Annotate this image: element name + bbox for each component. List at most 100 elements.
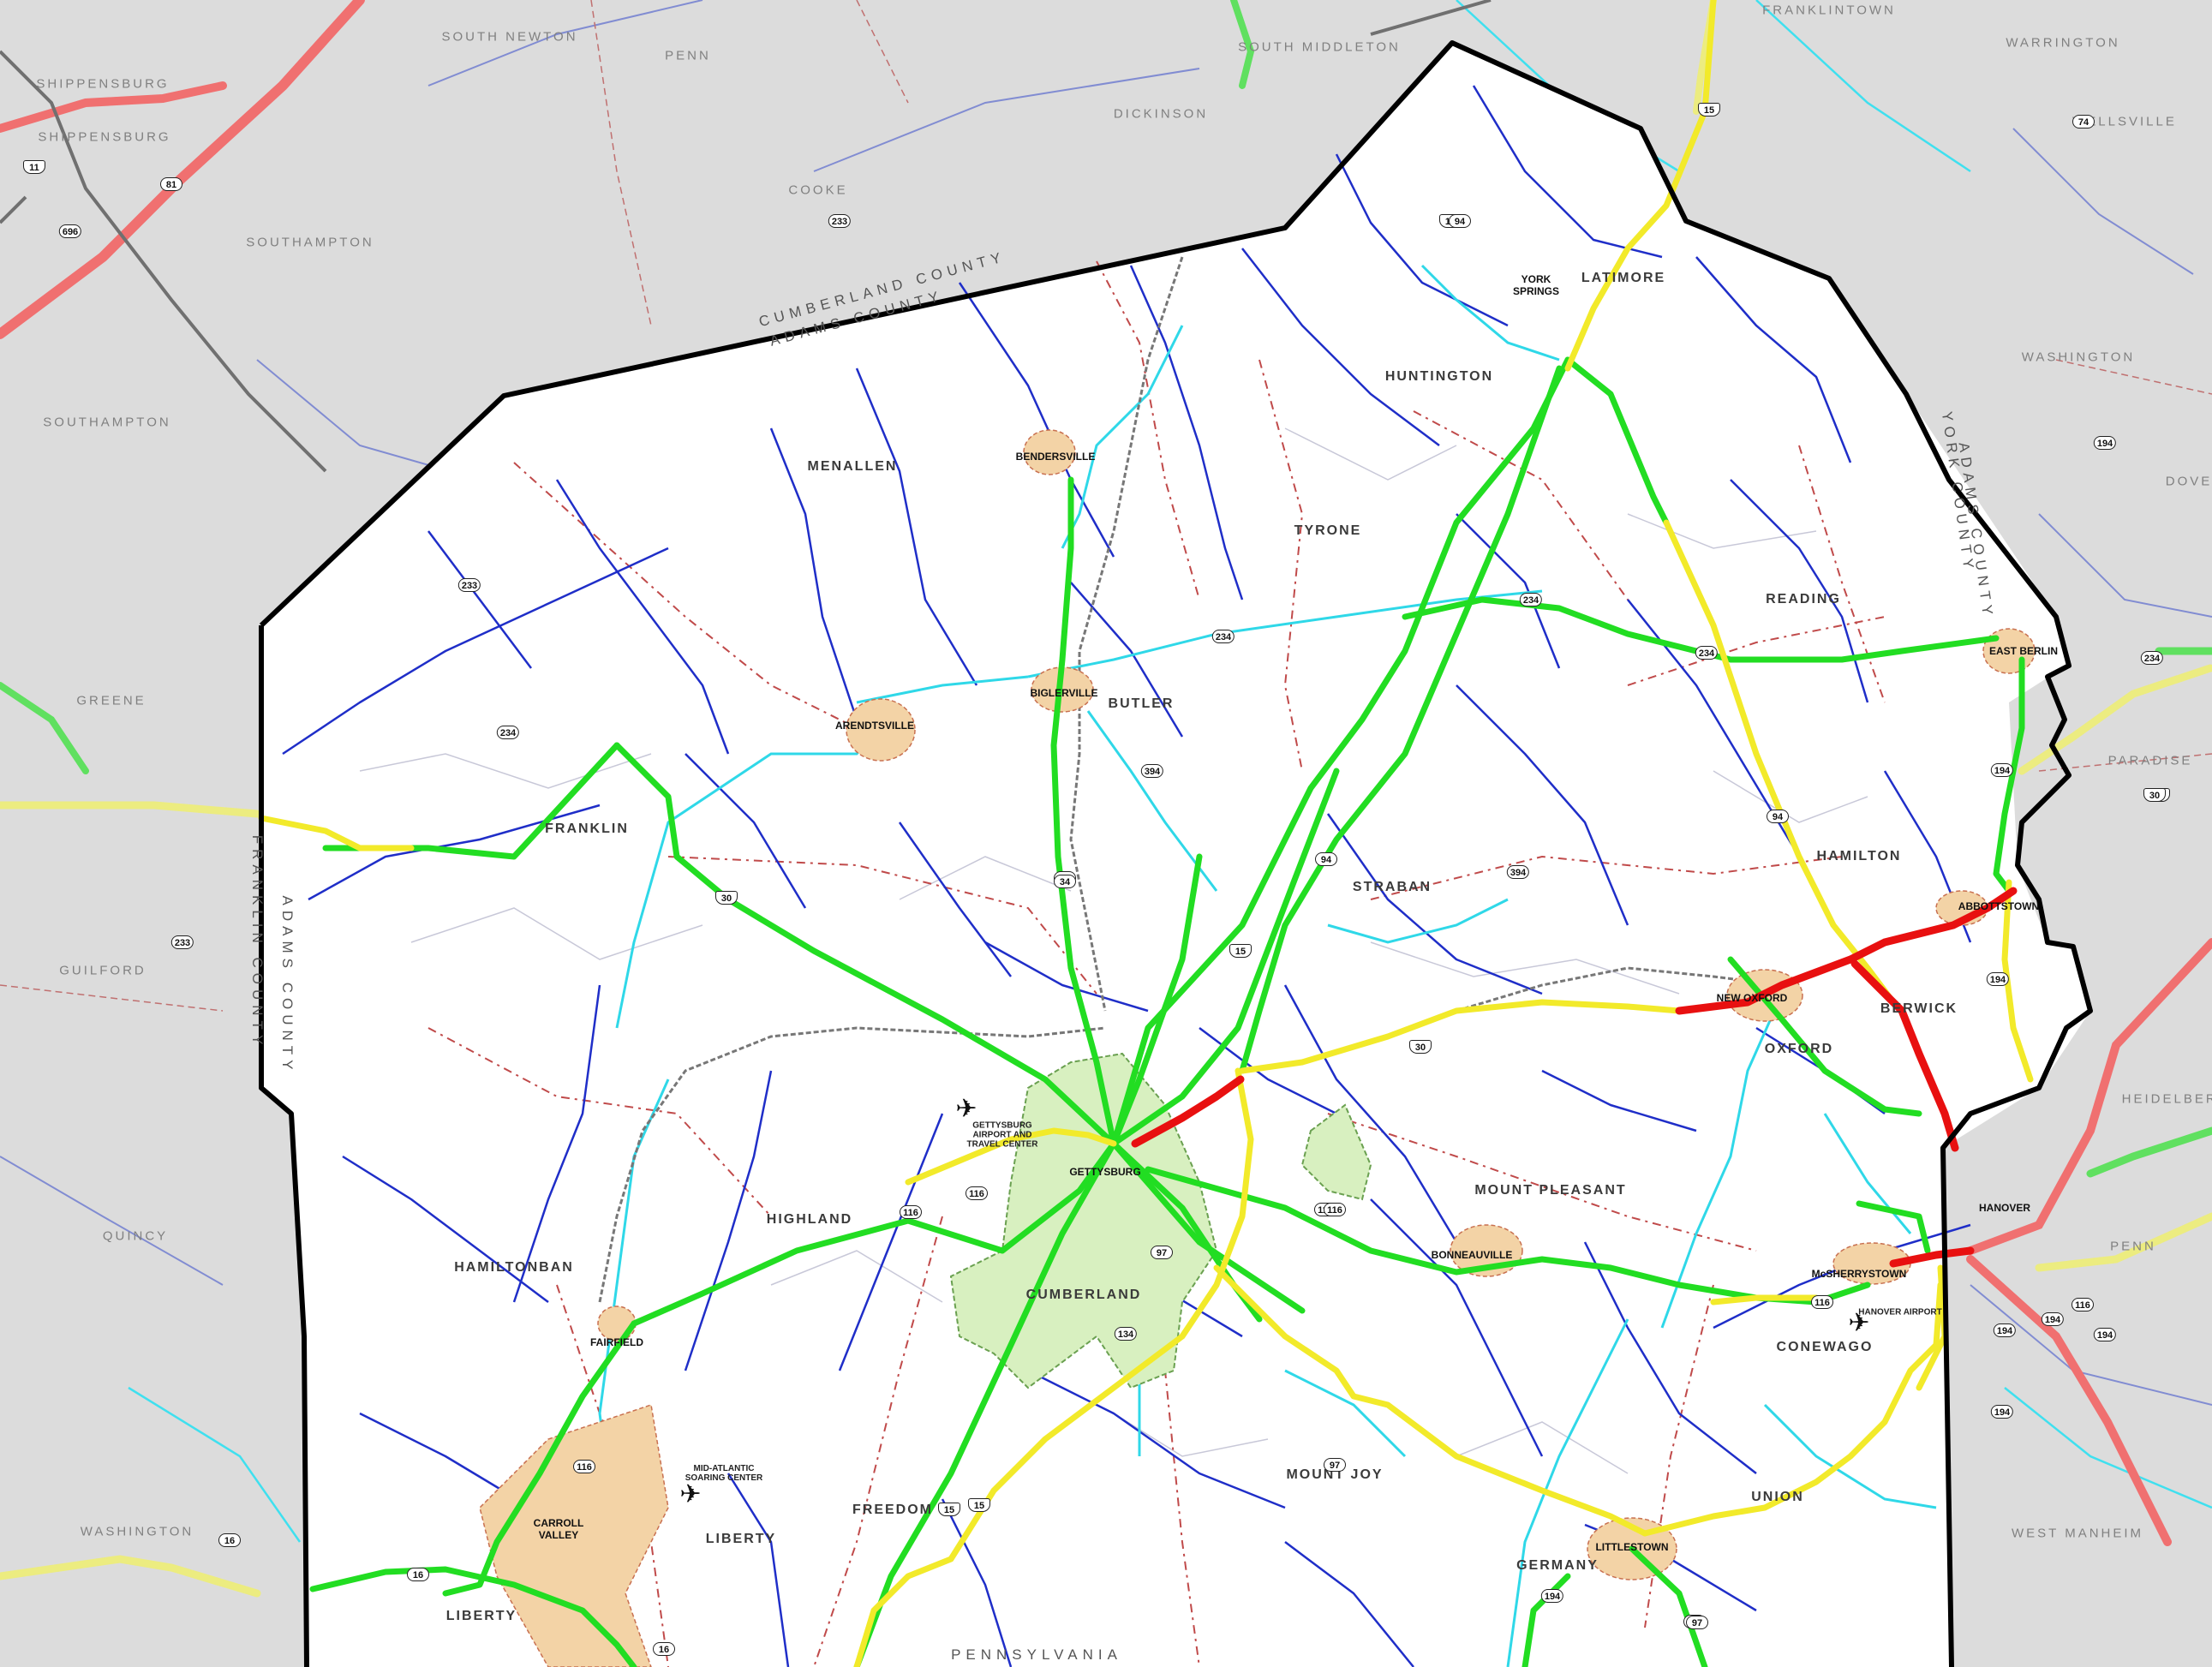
town-label: ABBOTTSTOWN (1958, 900, 2040, 912)
town-label: BENDERSVILLE (1015, 451, 1096, 463)
route-15-shield: 15 (1698, 103, 1720, 117)
route-15-shield: 15 (1229, 944, 1252, 958)
town-areas (479, 429, 2036, 1667)
adjacent-township-label: SHIPPENSBURG (38, 129, 171, 145)
adjacent-township-label: PENN (665, 48, 711, 63)
route-194-shield: 194 (1986, 972, 2010, 986)
township-label: MOUNT JOY (1286, 1467, 1384, 1482)
route-194-shield: 194 (2041, 1312, 2065, 1326)
township-label: BUTLER (1108, 696, 1175, 711)
township-label: HUNTINGTON (1384, 369, 1494, 384)
adjacent-township-label: GUILFORD (59, 963, 146, 978)
adams-county-boundary (259, 40, 2093, 1667)
town-label: FAIRFIELD (590, 1336, 643, 1348)
route-194-shield: 194 (1990, 1405, 2014, 1419)
route-116-shield: 116 (1324, 1203, 1346, 1216)
airport-label: GETTYSBURG AIRPORT AND TRAVEL CENTER (966, 1120, 1038, 1150)
route-234-shield: 234 (1211, 630, 1235, 643)
route-116-shield: 116 (966, 1186, 988, 1200)
adjacent-township-label: SHIPPENSBURG (36, 76, 170, 92)
adjacent-township-label: SOUTHAMPTON (246, 235, 374, 250)
route-97-shield: 97 (1324, 1458, 1346, 1472)
town-label: EAST BERLIN (1989, 645, 2059, 657)
township-label: LIBERTY (445, 1609, 517, 1623)
town-label: NEW OXFORD (1716, 992, 1788, 1004)
adjacent-township-label: COOKE (788, 182, 848, 198)
adjacent-township-label: DOVE (2165, 474, 2212, 489)
route-234-shield: 234 (1695, 646, 1719, 660)
outside-gray-road (0, 0, 1492, 473)
route-116-shield: 116 (900, 1205, 922, 1219)
township-label: CUMBERLAND (1025, 1288, 1142, 1302)
township-label: CONEWAGO (1776, 1340, 1874, 1354)
route-16-shield: 16 (407, 1568, 429, 1581)
town-label: GETTYSBURG (1069, 1166, 1141, 1178)
route-97-shield: 97 (1151, 1246, 1173, 1259)
route-194-shield: 194 (1993, 1323, 2017, 1337)
route-94-shield: 94 (1767, 810, 1789, 823)
township-label: LATIMORE (1581, 271, 1666, 285)
airport-icon: ✈ (955, 1095, 977, 1123)
township-label: HAMILTON (1816, 849, 1902, 863)
town-label: McSHERRYSTOWN (1811, 1268, 1907, 1280)
route-11-shield: 11 (23, 160, 45, 174)
route-97-shield: 97 (1686, 1616, 1708, 1629)
adjacent-township-label: PARADISE (2107, 753, 2193, 768)
route-81-shield: 81 (160, 177, 182, 191)
township-label: STRABAN (1352, 880, 1432, 894)
adjacent-township-label: FRANKLINTOWN (1762, 3, 1896, 18)
adjacent-township-label: WELLSVILLE (2072, 114, 2177, 129)
route-194-shield: 194 (1540, 1589, 1564, 1603)
township-label: BERWICK (1880, 1001, 1958, 1016)
township-label: FREEDOM (852, 1503, 933, 1517)
route-16-shield: 16 (653, 1642, 675, 1656)
route-233-shield: 233 (457, 578, 481, 592)
route-234-shield: 234 (496, 726, 520, 739)
outside-area-roads (0, 0, 2212, 1406)
airport-label: HANOVER AIRPORT (1858, 1307, 1942, 1317)
adjacent-township-label: SOUTH MIDDLETON (1238, 39, 1401, 55)
route-134-shield: 134 (1114, 1327, 1138, 1341)
adjacent-township-label: WARRINGTON (2006, 35, 2120, 51)
route-34-shield: 34 (1054, 875, 1076, 888)
township-label: MOUNT PLEASANT (1474, 1183, 1627, 1198)
route-15-shield: 15 (968, 1498, 990, 1512)
adjacent-township-label: WASHINGTON (80, 1524, 194, 1539)
town-label: YORK SPRINGS (1512, 273, 1559, 297)
township-label: HAMILTONBAN (454, 1260, 574, 1275)
town-label: HANOVER (1978, 1202, 2031, 1214)
route-194-shield: 194 (2093, 436, 2117, 450)
adjacent-township-label: SOUTH NEWTON (441, 29, 578, 45)
town-label: ARENDTSVILLE (834, 720, 915, 732)
route-194-shield: 194 (2093, 1328, 2117, 1341)
route-74-shield: 74 (2072, 115, 2095, 128)
township-label: GERMANY (1516, 1558, 1599, 1573)
township-label: READING (1766, 592, 1841, 606)
township-label: MENALLEN (807, 459, 898, 474)
route-30-shield: 30 (1409, 1040, 1432, 1054)
route-394-shield: 394 (1140, 764, 1164, 778)
outside-highways (0, 0, 2212, 1598)
route-94-shield: 94 (1315, 852, 1337, 866)
highways-moderate-congestion (258, 0, 2034, 1667)
county-label-adams-west: ADAMS COUNTY (279, 895, 296, 1075)
route-234-shield: 234 (2140, 651, 2164, 665)
route-30-shield: 30 (2143, 788, 2166, 802)
town-label: BIGLERVILLE (1030, 687, 1098, 699)
adjacent-township-label: WASHINGTON (2021, 350, 2136, 365)
adjacent-township-label: HEIDELBERG (2121, 1091, 2212, 1107)
township-label: HIGHLAND (766, 1212, 853, 1227)
adjacent-township-label: PENN (2110, 1239, 2156, 1254)
route-15-shield: 15 (938, 1503, 960, 1516)
township-label: OXFORD (1764, 1042, 1834, 1056)
route-194-shield: 194 (1990, 763, 2014, 777)
airport-icon: ✈ (679, 1480, 702, 1509)
minor-roads (359, 427, 1868, 1474)
highways-high-congestion (1131, 887, 2018, 1268)
route-234-shield: 234 (1519, 593, 1543, 606)
route-233-shield: 233 (828, 214, 852, 228)
state-label: PENNSYLVANIA (951, 1646, 1122, 1663)
town-label: CARROLL VALLEY (533, 1517, 584, 1541)
